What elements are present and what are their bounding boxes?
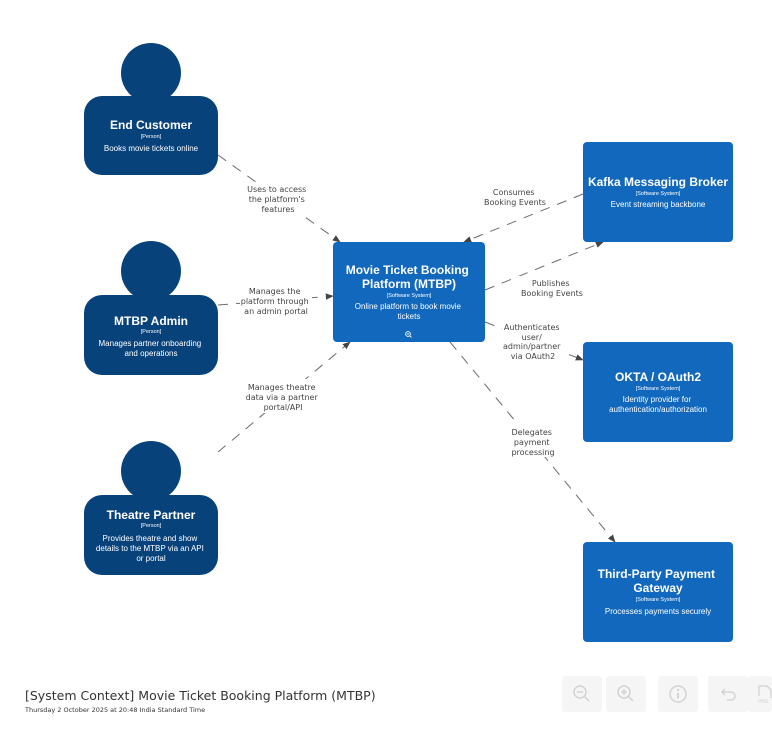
node-description: Provides theatre and show details to the…	[96, 534, 206, 563]
node-name: Theatre Partner	[107, 508, 196, 522]
rel-label-kafka-to-mtbp: Consumes Booking Events	[484, 188, 546, 207]
node-type: [Software System]	[387, 293, 432, 299]
node-description: Identity provider for authentication/aut…	[609, 395, 707, 414]
edge-mtbp-to-payment: Delegates payment processing	[449, 341, 616, 543]
person-head-icon	[121, 241, 181, 301]
system-kafka[interactable]: Kafka Messaging Broker [Software System]…	[583, 142, 733, 242]
zoom-in-button[interactable]	[606, 676, 646, 712]
node-description: Books movie tickets online	[104, 144, 199, 153]
rel-label-admin-to-mtbp: Manages the platform through an admin po…	[241, 287, 312, 316]
rel-label-mtbp-to-payment: Delegates payment processing	[511, 428, 554, 457]
zoom-in-icon	[617, 685, 634, 702]
node-type: [Person]	[141, 329, 162, 335]
edge-admin-to-mtbp: Manages the platform through an admin po…	[217, 284, 334, 316]
edge-customer-to-mtbp: Uses to access the platform's features	[217, 154, 341, 243]
info-button[interactable]	[658, 676, 698, 712]
rel-label-customer-to-mtbp: Uses to access the platform's features	[247, 185, 309, 214]
undo-icon	[720, 688, 736, 701]
person-mtbp-admin[interactable]: MTBP Admin [Person] Manages partner onbo…	[84, 241, 218, 375]
edge-kafka-to-mtbp: Consumes Booking Events	[463, 185, 584, 243]
rel-label-partner-to-mtbp: Manages theatre data via a partner porta…	[246, 383, 321, 412]
png-label: PNG	[758, 699, 769, 705]
png-icon	[758, 685, 772, 698]
info-icon	[669, 685, 687, 703]
zoom-in-icon[interactable]	[405, 331, 412, 338]
node-name: Third-Party Payment Gateway	[598, 567, 719, 595]
person-head-icon	[121, 441, 181, 501]
undo-button[interactable]	[708, 676, 748, 712]
node-description: Online platform to book movie tickets	[355, 302, 464, 321]
node-type: [Software System]	[636, 386, 681, 392]
system-mtbp[interactable]: Movie Ticket Booking Platform (MTBP) [So…	[333, 242, 485, 342]
node-name: End Customer	[110, 118, 192, 132]
rel-label-mtbp-to-kafka: Publishes Booking Events	[521, 279, 583, 298]
node-type: [Software System]	[636, 191, 681, 197]
edge-mtbp-to-okta: Authenticates user/ admin/partner via OA…	[484, 320, 584, 362]
rel-label-mtbp-to-okta: Authenticates user/ admin/partner via OA…	[503, 323, 563, 361]
node-description: Processes payments securely	[605, 607, 711, 616]
zoom-out-icon	[573, 685, 590, 702]
node-description: Manages partner onboarding and operation…	[99, 339, 204, 358]
node-type: [Person]	[141, 523, 162, 529]
node-type: [Person]	[141, 134, 162, 140]
node-name: MTBP Admin	[114, 314, 188, 328]
edge-mtbp-to-kafka: Publishes Booking Events	[484, 241, 604, 299]
person-head-icon	[121, 43, 181, 103]
node-name: Kafka Messaging Broker	[588, 175, 728, 189]
diagram-timestamp: Thursday 2 October 2025 at 20:48 India S…	[25, 706, 206, 714]
system-okta[interactable]: OKTA / OAuth2 [Software System] Identity…	[583, 342, 733, 442]
person-end-customer[interactable]: End Customer [Person] Books movie ticket…	[84, 43, 218, 175]
person-theatre-partner[interactable]: Theatre Partner [Person] Provides theatr…	[84, 441, 218, 575]
diagram-toolbar: PNG	[562, 676, 772, 712]
zoom-out-button[interactable]	[562, 676, 602, 712]
system-payment-gateway[interactable]: Third-Party Payment Gateway [Software Sy…	[583, 542, 733, 642]
node-name: Movie Ticket Booking Platform (MTBP)	[346, 263, 472, 291]
node-type: [Software System]	[636, 597, 681, 603]
export-png-button[interactable]: PNG	[748, 676, 772, 712]
diagram-title: [System Context] Movie Ticket Booking Pl…	[25, 688, 376, 703]
node-name: OKTA / OAuth2	[615, 370, 701, 384]
node-description: Event streaming backbone	[611, 200, 706, 209]
edge-partner-to-mtbp: Manages theatre data via a partner porta…	[217, 341, 351, 453]
